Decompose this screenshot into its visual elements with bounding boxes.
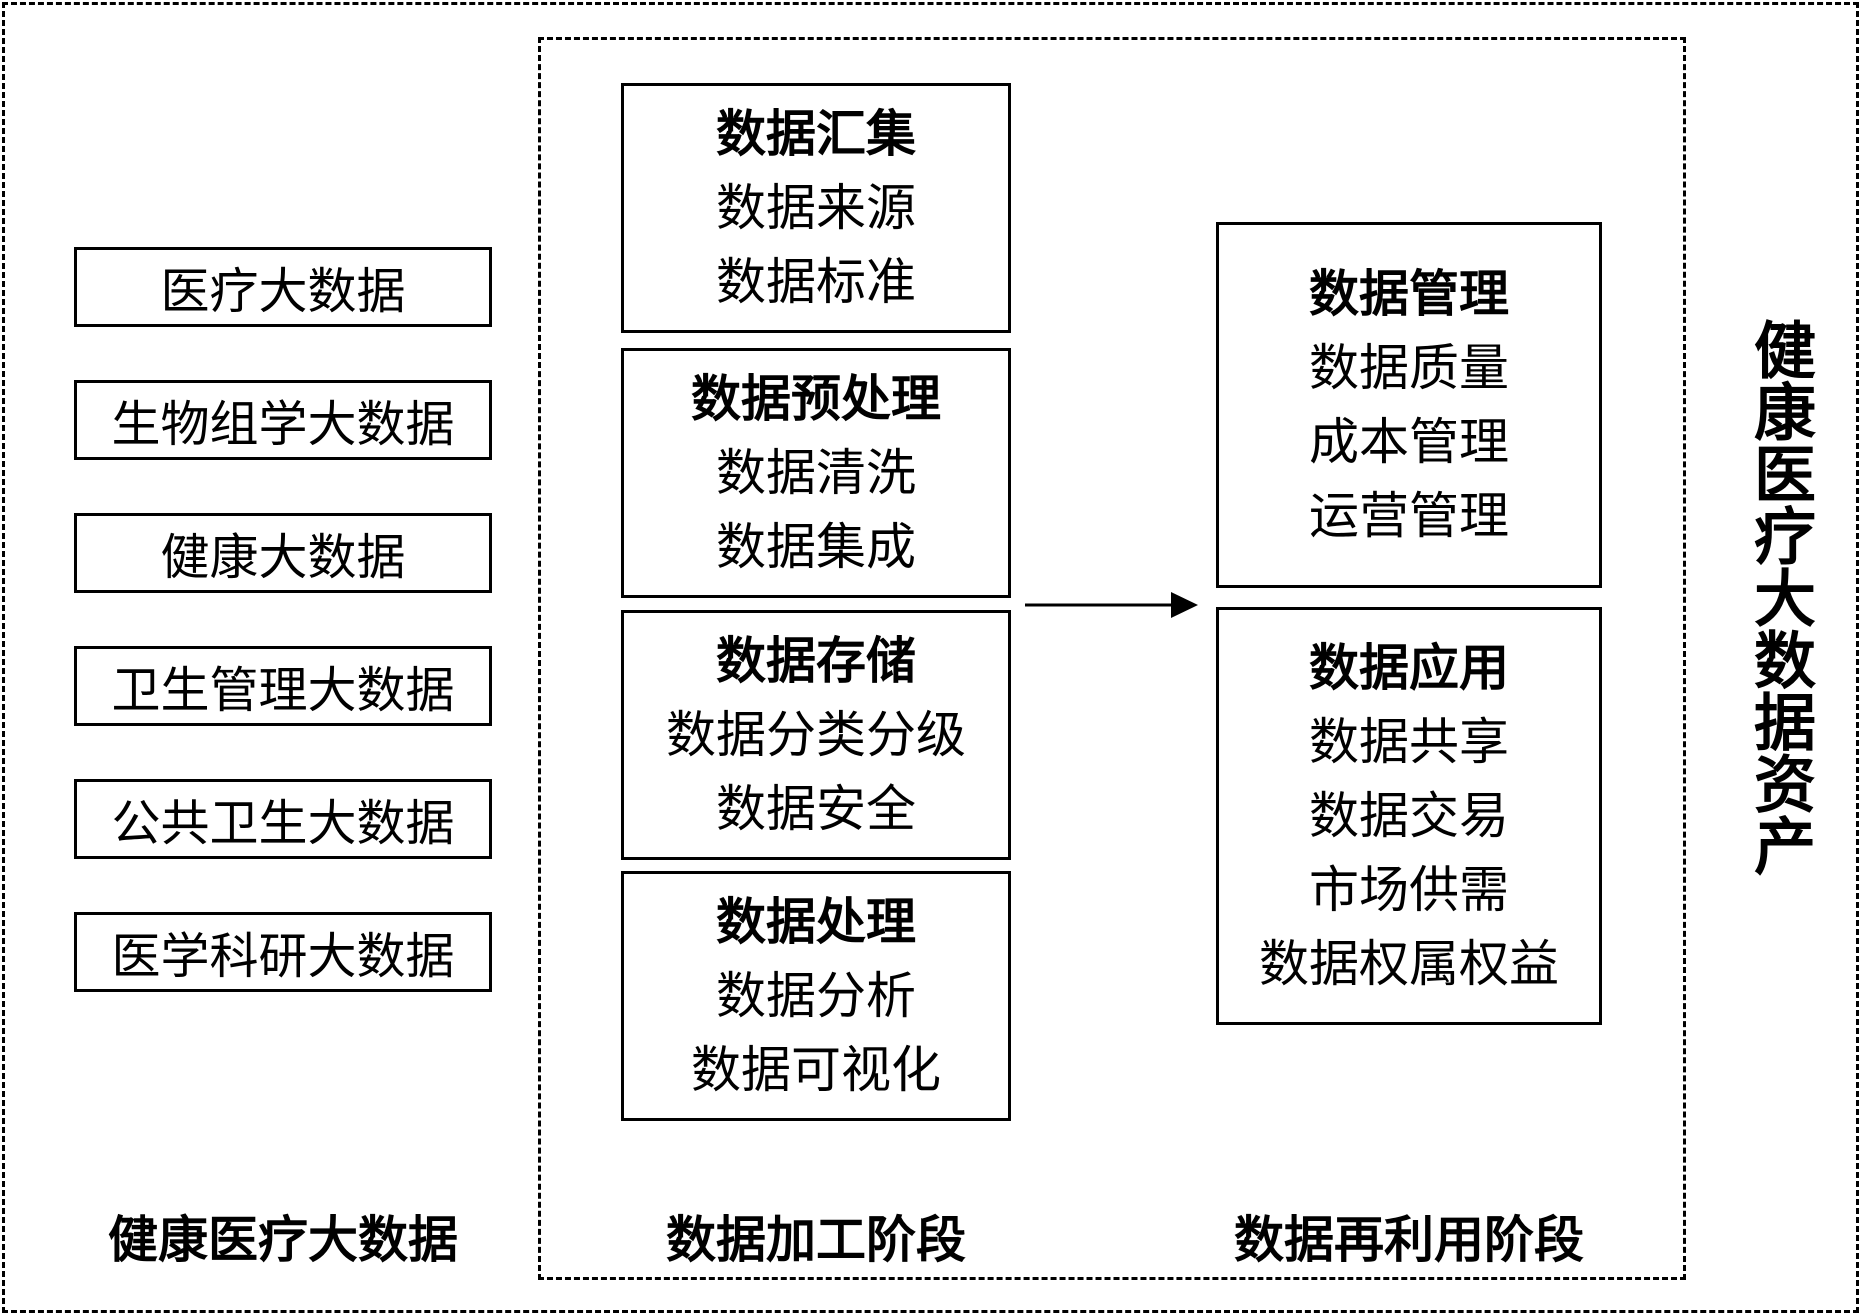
- section-label-right: 数据再利用阶段: [1234, 1210, 1584, 1269]
- stage-item: 数据共享: [1309, 713, 1509, 771]
- stage-item: 成本管理: [1309, 413, 1509, 471]
- stage-item: 数据安全: [716, 780, 916, 838]
- source-label: 生物组学大数据: [111, 395, 455, 453]
- stage-title: 数据应用: [1309, 638, 1509, 697]
- stage-title: 数据预处理: [691, 369, 941, 428]
- source-label: 医疗大数据: [160, 262, 406, 320]
- stage-title: 数据管理: [1309, 264, 1509, 323]
- section-label-left: 健康医疗大数据: [108, 1210, 458, 1269]
- stage-item: 数据质量: [1309, 339, 1509, 397]
- stage-box-preprocessing: 数据预处理 数据清洗 数据集成: [621, 348, 1011, 598]
- source-label: 医学科研大数据: [111, 927, 455, 985]
- stage-title: 数据汇集: [716, 104, 916, 163]
- inner-dashed-frame: [538, 37, 1686, 1280]
- source-label: 健康大数据: [160, 528, 406, 586]
- source-box-public-health: 公共卫生大数据: [74, 779, 492, 859]
- stage-item: 运营管理: [1309, 487, 1509, 545]
- source-label: 卫生管理大数据: [111, 661, 455, 719]
- stage-item: 数据可视化: [691, 1041, 941, 1099]
- stage-item: 数据分析: [716, 967, 916, 1025]
- source-box-management: 卫生管理大数据: [74, 646, 492, 726]
- source-box-omics: 生物组学大数据: [74, 380, 492, 460]
- stage-item: 数据清洗: [716, 444, 916, 502]
- stage-item: 数据权属权益: [1259, 935, 1559, 993]
- source-box-medical: 医疗大数据: [74, 247, 492, 327]
- stage-box-management: 数据管理 数据质量 成本管理 运营管理: [1216, 222, 1602, 588]
- vertical-title: 健康医疗大数据资产: [1743, 318, 1816, 876]
- section-label-middle: 数据加工阶段: [666, 1210, 966, 1269]
- source-box-research: 医学科研大数据: [74, 912, 492, 992]
- source-label: 公共卫生大数据: [111, 794, 455, 852]
- source-box-health: 健康大数据: [74, 513, 492, 593]
- stage-item: 数据交易: [1309, 787, 1509, 845]
- stage-box-collection: 数据汇集 数据来源 数据标准: [621, 83, 1011, 333]
- stage-title: 数据存储: [716, 631, 916, 690]
- stage-item: 数据标准: [716, 253, 916, 311]
- stage-item: 数据来源: [716, 179, 916, 237]
- flow-arrow: [1025, 592, 1198, 618]
- stage-box-storage: 数据存储 数据分类分级 数据安全: [621, 610, 1011, 860]
- stage-item: 市场供需: [1309, 861, 1509, 919]
- stage-box-processing: 数据处理 数据分析 数据可视化: [621, 871, 1011, 1121]
- stage-title: 数据处理: [716, 892, 916, 951]
- stage-item: 数据集成: [716, 518, 916, 576]
- stage-item: 数据分类分级: [666, 706, 966, 764]
- stage-box-application: 数据应用 数据共享 数据交易 市场供需 数据权属权益: [1216, 607, 1602, 1025]
